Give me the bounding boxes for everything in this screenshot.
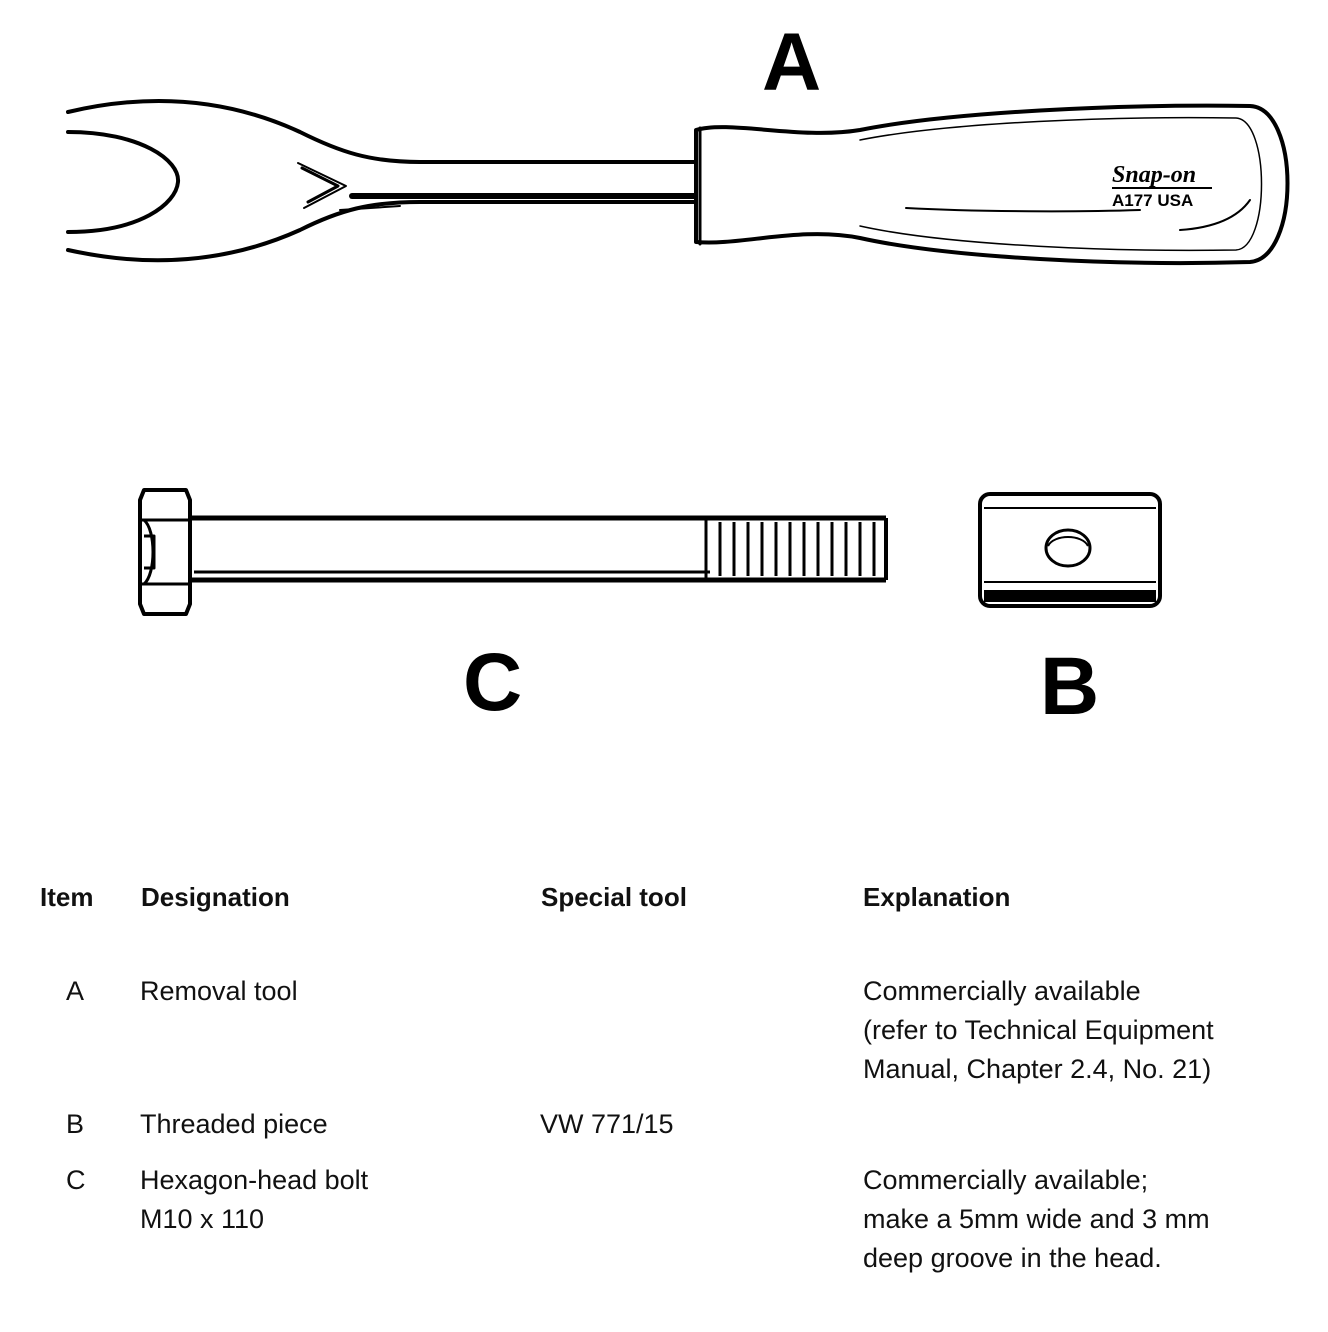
threaded-piece-illustration (978, 492, 1162, 608)
row-c-explanation-line: Commercially available; (863, 1165, 1149, 1195)
row-c-designation-line: M10 x 110 (140, 1204, 265, 1234)
row-b-item: B (66, 1109, 85, 1139)
hexagon-bolt-illustration (138, 488, 888, 616)
row-c-designation-line: Hexagon-head bolt (140, 1165, 369, 1195)
header-special-tool: Special tool (541, 882, 687, 912)
figure-label-c: C (463, 637, 523, 728)
row-a-designation-line: Removal tool (140, 976, 298, 1006)
row-a-explanation-line: Commercially available (863, 976, 1141, 1006)
row-c-explanation: Commercially available; make a 5mm wide … (863, 1161, 1210, 1278)
row-b-special-tool: VW 771/15 (540, 1109, 674, 1139)
row-b-designation: Threaded piece (140, 1105, 328, 1144)
header-item: Item (40, 882, 94, 912)
row-c-item: C (66, 1165, 86, 1195)
row-a-explanation-line: (refer to Technical Equipment (863, 1015, 1214, 1045)
row-c-explanation-line: make a 5mm wide and 3 mm (863, 1204, 1210, 1234)
tool-brand-marking: Snap-on (1112, 162, 1196, 188)
tool-model-marking: A177 USA (1112, 191, 1193, 210)
row-a-item: A (66, 976, 85, 1006)
header-explanation: Explanation (863, 882, 1011, 912)
figure-label-b: B (1040, 641, 1100, 732)
row-a-explanation: Commercially available (refer to Technic… (863, 972, 1214, 1089)
figure-label-a: A (762, 17, 822, 108)
row-c-explanation-line: deep groove in the head. (863, 1243, 1162, 1273)
row-a-designation: Removal tool (140, 972, 298, 1011)
row-c-designation: Hexagon-head bolt M10 x 110 (140, 1161, 368, 1239)
row-a-explanation-line: Manual, Chapter 2.4, No. 21) (863, 1054, 1212, 1084)
header-designation: Designation (141, 882, 290, 912)
removal-tool-illustration: Snap-on A177 USA (66, 99, 1290, 265)
row-b-designation-line: Threaded piece (140, 1109, 328, 1139)
